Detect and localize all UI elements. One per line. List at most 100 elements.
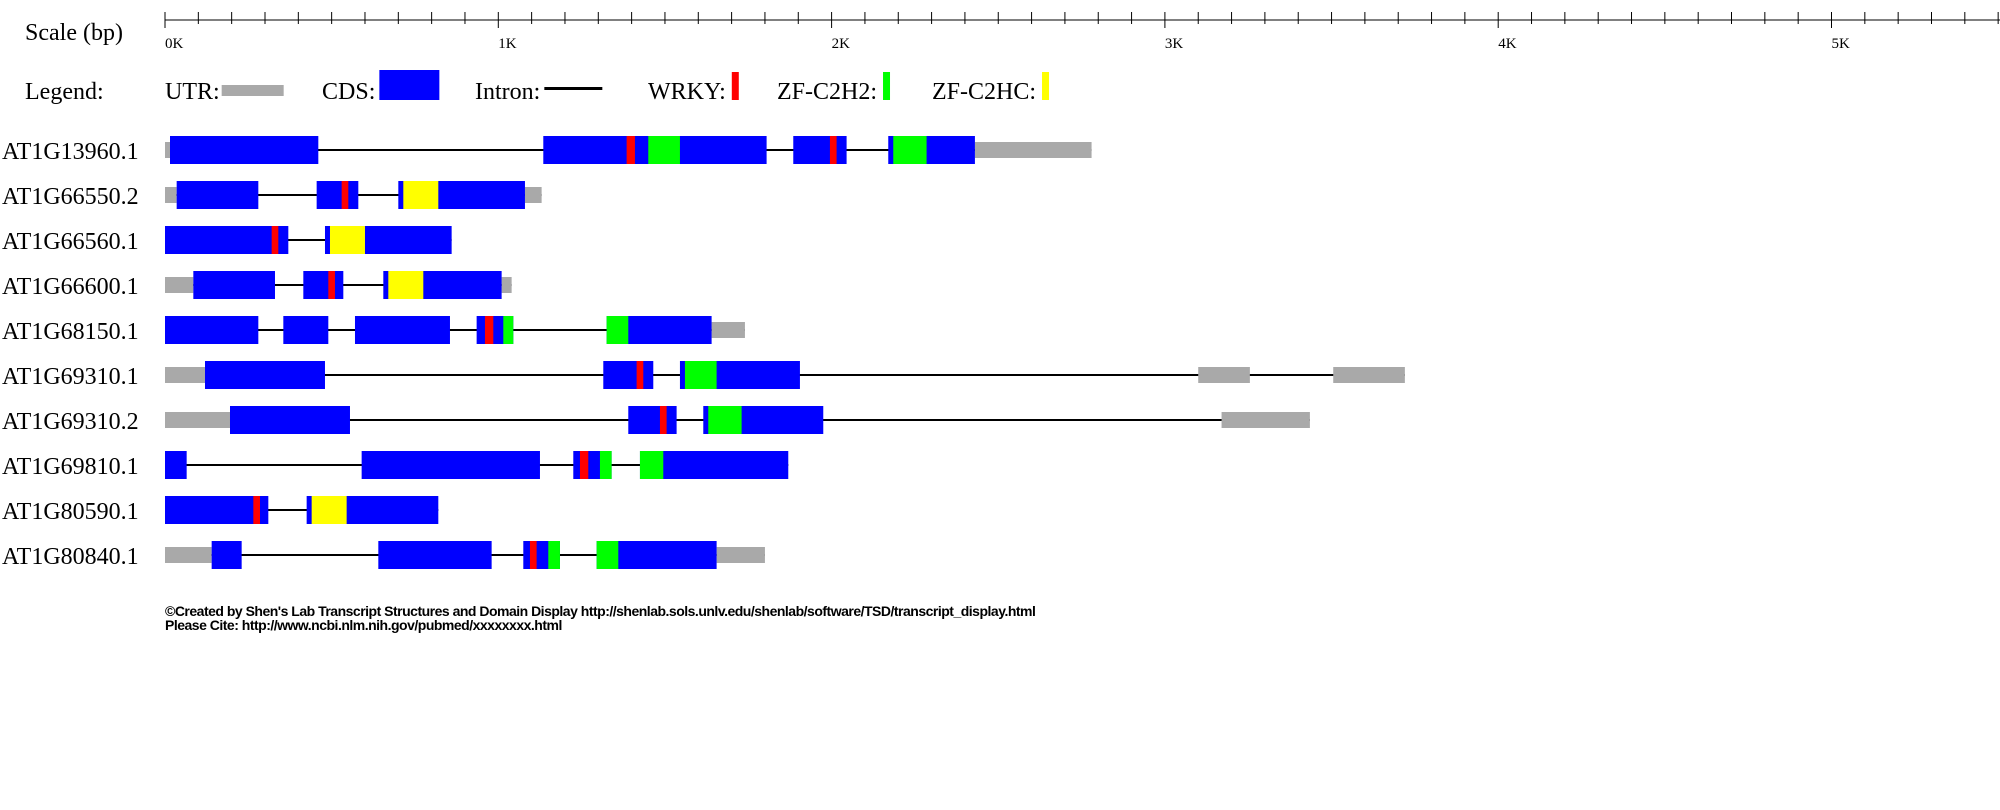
cds-block [193, 271, 275, 299]
zfc2h2-domain [893, 136, 927, 164]
cds-block [165, 226, 289, 254]
scale-tick-label: 2K [832, 36, 851, 52]
cite-line: Please Cite: http://www.ncbi.nlm.nih.gov… [165, 617, 562, 633]
transcript-row: AT1G66550.2 [2, 181, 542, 210]
utr-block [711, 322, 745, 338]
cds-block [303, 271, 344, 299]
legend-wrky-swatch [731, 72, 739, 100]
utr-block [524, 187, 542, 203]
transcript-row: AT1G66560.1 [2, 226, 452, 255]
zfc2hc-domain [388, 271, 424, 299]
wrky-domain [328, 271, 335, 299]
legend-zfc2h2-swatch [883, 72, 891, 100]
zfc2h2-domain [648, 136, 680, 164]
cds-block [283, 316, 329, 344]
cds-block [176, 181, 259, 209]
utr-block [165, 412, 230, 428]
transcript-name: AT1G69810.1 [2, 454, 139, 480]
transcript-list: AT1G13960.1AT1G66550.2AT1G66560.1AT1G666… [2, 136, 1405, 570]
transcript-row: AT1G69810.1 [2, 451, 789, 480]
cds-block [361, 451, 540, 479]
cds-block [793, 136, 847, 164]
cds-block [204, 361, 325, 389]
wrky-domain [626, 136, 635, 164]
zfc2h2-domain [596, 541, 619, 569]
wrky-domain [829, 136, 837, 164]
wrky-domain [271, 226, 279, 254]
transcript-name: AT1G13960.1 [2, 139, 139, 165]
transcript-name: AT1G68150.1 [2, 319, 139, 345]
legend-zfc2hc-swatch [1042, 72, 1050, 100]
utr-block [165, 367, 205, 383]
transcript-row: AT1G13960.1 [2, 136, 1092, 165]
zfc2h2-domain [548, 541, 560, 569]
scale-tick-label: 1K [498, 36, 517, 52]
legend-cds-swatch [379, 70, 440, 100]
cds-block [628, 406, 677, 434]
utr-block [165, 547, 212, 563]
legend-utr-label: UTR: [165, 79, 220, 105]
scale-tick-label: 3K [1165, 36, 1184, 52]
zfc2h2-domain [599, 451, 612, 479]
utr-block [1221, 412, 1310, 428]
zfc2h2-domain [708, 406, 742, 434]
utr-block [165, 187, 177, 203]
scale-tick-label: 5K [1832, 36, 1851, 52]
wrky-domain [253, 496, 260, 524]
transcript-row: AT1G68150.1 [2, 316, 745, 345]
transcript-name: AT1G66560.1 [2, 229, 139, 255]
wrky-domain [484, 316, 494, 344]
wrky-domain [341, 181, 349, 209]
cds-block [639, 451, 789, 479]
legend-intron-label: Intron: [475, 79, 540, 105]
cds-block [378, 541, 492, 569]
zfc2h2-domain [639, 451, 664, 479]
scale-ruler: 0K 1K 2K 3K 4K 5K [164, 12, 2000, 52]
credit-line: ©Created by Shen's Lab Transcript Struct… [165, 603, 1036, 619]
transcript-name: AT1G69310.2 [2, 409, 139, 435]
legend-label: Legend: [25, 79, 104, 105]
scale-tick-label: 4K [1498, 36, 1517, 52]
cds-block [316, 181, 359, 209]
transcript-row: AT1G80590.1 [2, 496, 439, 525]
transcript-row: AT1G69310.1 [2, 361, 1405, 390]
transcript-row: AT1G66600.1 [2, 271, 512, 300]
wrky-domain [529, 541, 537, 569]
legend-zfc2h2-label: ZF-C2H2: [777, 79, 877, 105]
zfc2hc-domain [329, 226, 365, 254]
utr-block [716, 547, 765, 563]
transcript-row: AT1G69310.2 [2, 406, 1310, 435]
transcript-name: AT1G69310.1 [2, 364, 139, 390]
zfc2hc-domain [311, 496, 347, 524]
transcript-row: AT1G80840.1 [2, 541, 765, 570]
utr-block [1333, 367, 1405, 383]
transcript-name: AT1G66600.1 [2, 274, 139, 300]
cds-block [354, 316, 450, 344]
cds-block [169, 136, 319, 164]
utr-block [974, 142, 1092, 158]
cds-block [211, 541, 242, 569]
legend-zfc2hc-label: ZF-C2HC: [932, 79, 1036, 105]
legend-intron-swatch [544, 87, 603, 90]
legend: UTR: CDS: Intron: WRKY: ZF-C2H2: ZF-C2HC: [165, 70, 1050, 105]
legend-cds-label: CDS: [322, 79, 375, 105]
scale-tick-label: 0K [165, 36, 184, 52]
cds-block [229, 406, 350, 434]
legend-utr-swatch [221, 85, 284, 96]
utr-block [165, 142, 170, 158]
transcript-name: AT1G66550.2 [2, 184, 139, 210]
zfc2h2-domain [684, 361, 717, 389]
transcript-name: AT1G80590.1 [2, 499, 139, 525]
zfc2h2-domain [503, 316, 514, 344]
scale-label: Scale (bp) [25, 20, 123, 46]
zfc2h2-domain [606, 316, 629, 344]
cds-block [165, 496, 269, 524]
wrky-domain [659, 406, 667, 434]
wrky-domain [636, 361, 644, 389]
utr-block [1198, 367, 1250, 383]
wrky-domain [579, 451, 589, 479]
legend-wrky-label: WRKY: [648, 79, 726, 105]
zfc2hc-domain [403, 181, 439, 209]
utr-block [165, 277, 194, 293]
